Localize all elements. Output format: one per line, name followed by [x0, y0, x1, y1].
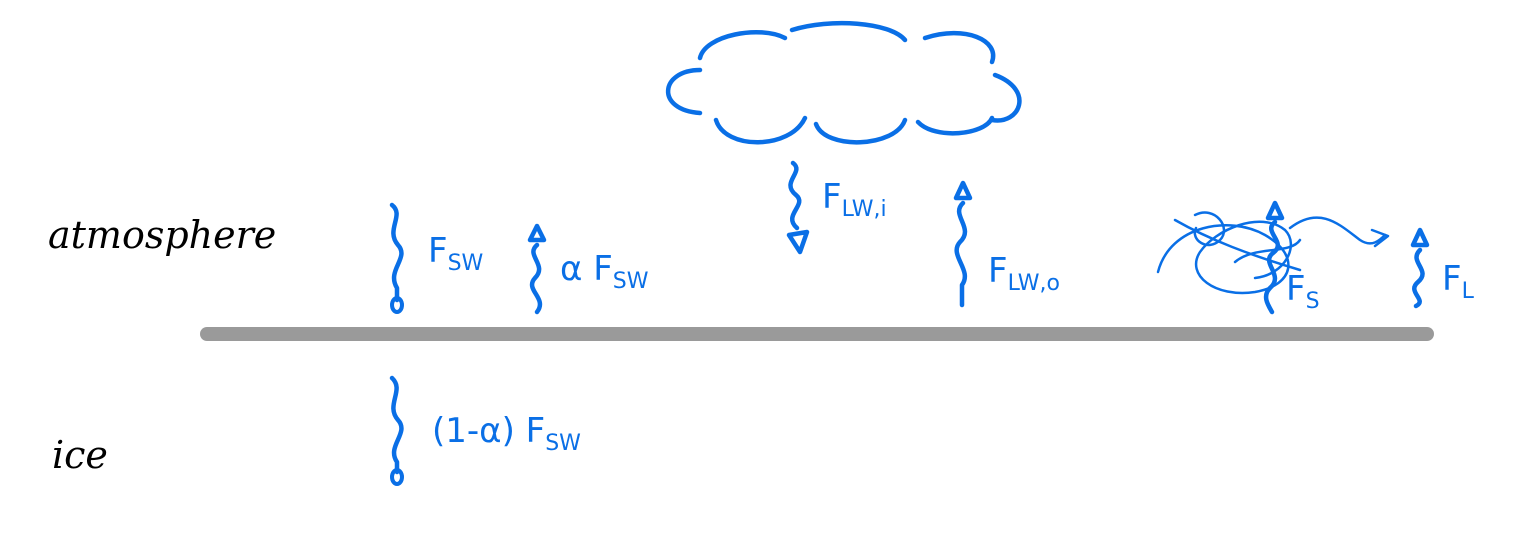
- lw-in-label: FLW,i: [822, 177, 887, 222]
- latent-heat-label: FL: [1442, 259, 1475, 304]
- sw-transmitted-arrow: [389, 375, 404, 486]
- latent-heat-arrow: [1410, 227, 1430, 309]
- sw-reflected-label: α FSW: [560, 249, 649, 294]
- lw-in-arrow: [786, 160, 810, 255]
- sw-down-label: FSW: [428, 231, 484, 276]
- sw-down-arrow: [389, 202, 404, 314]
- cloud-icon: [665, 20, 1022, 145]
- turbulence-swirl-icon: [1156, 211, 1390, 295]
- sensible-heat-arrow: [1263, 200, 1285, 315]
- sw-transmitted-label: (1-α) FSW: [432, 411, 581, 456]
- atmosphere-label: atmosphere: [48, 213, 276, 257]
- ice-label: ice: [52, 433, 108, 477]
- sw-reflected-arrow: [527, 223, 547, 315]
- lw-out-arrow: [953, 180, 973, 308]
- lw-out-label: FLW,o: [988, 251, 1060, 296]
- sensible-heat-label: FS: [1286, 269, 1320, 314]
